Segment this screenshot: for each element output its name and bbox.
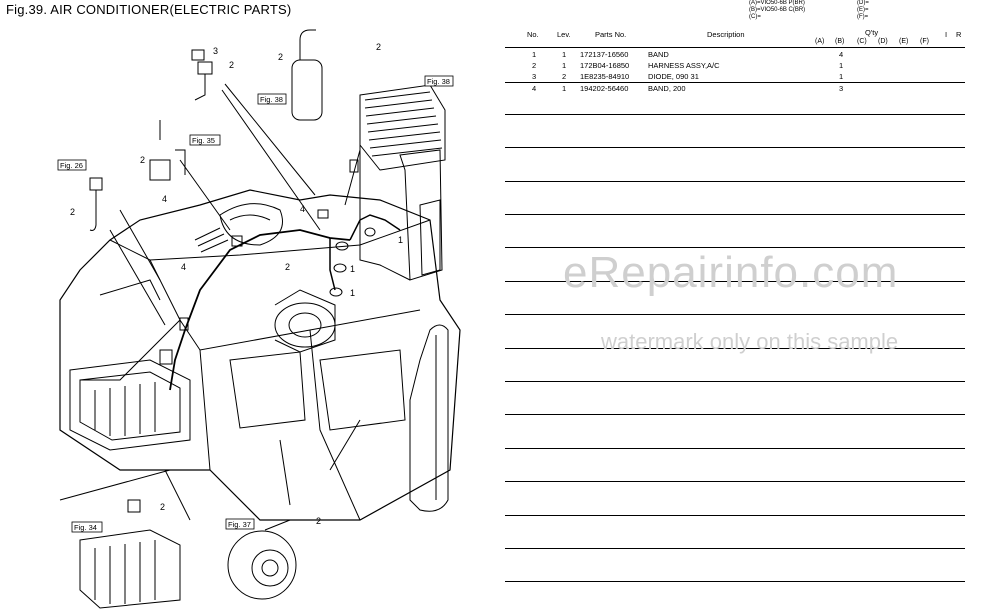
model-c: (C)= (749, 14, 761, 20)
row-part-no: 172137-16560 (580, 50, 629, 59)
callout-2-e: 2 (70, 207, 75, 217)
row-lev: 1 (562, 84, 567, 93)
row-rule (505, 581, 965, 582)
row-rule (505, 281, 965, 282)
header-a: (A) (815, 38, 825, 45)
callout-2-g: 2 (160, 502, 165, 512)
row-lev: 1 (562, 50, 567, 59)
row-rule (505, 114, 965, 115)
callout-2-d: 2 (140, 155, 145, 165)
parts-list: (A)=VIO50-6B P(BR) (B)=VIO50-6B C(BR) (C… (505, 0, 965, 611)
row-part-no: 172B04-16850 (580, 61, 630, 70)
row-rule (505, 82, 965, 83)
callout-4-b: 4 (300, 204, 305, 214)
row-rule (505, 181, 965, 182)
header-b: (B) (835, 38, 845, 45)
figure-title: Fig.39. AIR CONDITIONER(ELECTRIC PARTS) (6, 2, 292, 17)
row-part-no: 194202-56460 (580, 84, 629, 93)
header-rule (505, 47, 965, 48)
row-rule (505, 481, 965, 482)
row-no: 2 (532, 61, 537, 70)
row-qty-b: 1 (839, 72, 844, 81)
model-a: (A)=VIO50-6B P(BR) (749, 0, 805, 6)
row-lev: 1 (562, 61, 567, 70)
callout-2-c: 2 (376, 42, 381, 52)
model-b: (B)=VIO50-6B C(BR) (749, 7, 806, 13)
callout-2-h: 2 (316, 516, 321, 526)
row-rule (505, 515, 965, 516)
label-fig26: Fig. 26 (60, 161, 83, 170)
row-no: 1 (532, 50, 537, 59)
row-rule (505, 448, 965, 449)
callout-4-a: 4 (162, 194, 167, 204)
callout-3: 3 (213, 46, 218, 56)
label-fig38-b: Fig. 38 (427, 77, 450, 86)
table-row: 4 1 194202-56460 BAND, 200 3 (505, 84, 965, 94)
callout-2-b: 2 (278, 52, 283, 62)
callout-4-c: 4 (181, 262, 186, 272)
row-rule (505, 548, 965, 549)
table-row: 1 1 172137-16560 BAND 4 (505, 50, 965, 60)
table-row: 3 2 1E8235-84910 DIODE, 090 31 1 (505, 72, 965, 82)
row-part-no: 1E8235-84910 (580, 72, 630, 81)
model-e: (E)= (857, 7, 869, 13)
row-no: 4 (532, 84, 537, 93)
row-description: BAND, 200 (648, 84, 686, 93)
row-qty-b: 4 (839, 50, 844, 59)
row-lev: 2 (562, 72, 567, 81)
row-rule (505, 214, 965, 215)
model-list-left: (A)=VIO50-6B P(BR) (B)=VIO50-6B C(BR) (C… (749, 0, 805, 21)
header-i: I (945, 30, 948, 39)
row-rule (505, 247, 965, 248)
header-e: (E) (899, 38, 909, 45)
model-list-right: (D)= (E)= (F)= (857, 0, 869, 21)
header-c: (C) (857, 38, 867, 45)
parts-diagram: Fig. 38 Fig. 38 Fig. 35 Fig. 26 Fig. 34 … (57, 29, 461, 609)
label-fig37: Fig. 37 (228, 520, 251, 529)
table-row: 2 1 172B04-16850 HARNESS ASSY,A/C 1 (505, 61, 965, 71)
callout-2-f: 2 (285, 262, 290, 272)
callout-1-a: 1 (398, 235, 403, 245)
header-description: Description (707, 30, 745, 39)
callout-1-c: 1 (350, 288, 355, 298)
callout-2-a: 2 (229, 60, 234, 70)
row-description: BAND (648, 50, 669, 59)
row-qty-b: 1 (839, 61, 844, 70)
row-description: DIODE, 090 31 (648, 72, 699, 81)
row-qty-b: 3 (839, 84, 844, 93)
row-description: HARNESS ASSY,A/C (648, 61, 720, 70)
watermark-sub: watermark only on this sample (601, 329, 899, 354)
row-rule (505, 314, 965, 315)
label-fig34: Fig. 34 (74, 523, 97, 532)
watermark-main: eRepairinfo.com (563, 248, 899, 297)
row-rule (505, 414, 965, 415)
row-rule (505, 147, 965, 148)
callout-1-b: 1 (350, 264, 355, 274)
label-fig35: Fig. 35 (192, 136, 215, 145)
header-qty: Q'ty (865, 28, 879, 37)
row-rule (505, 348, 965, 349)
model-f: (F)= (857, 14, 869, 20)
header-lev: Lev. (557, 30, 571, 39)
header-d: (D) (878, 38, 888, 45)
header-no: No. (527, 30, 539, 39)
header-f: (F) (920, 38, 929, 45)
row-no: 3 (532, 72, 537, 81)
row-rule (505, 381, 965, 382)
header-parts-no: Parts No. (595, 30, 627, 39)
header-r: R (956, 30, 962, 39)
model-d: (D)= (857, 0, 869, 6)
label-fig38-a: Fig. 38 (260, 95, 283, 104)
